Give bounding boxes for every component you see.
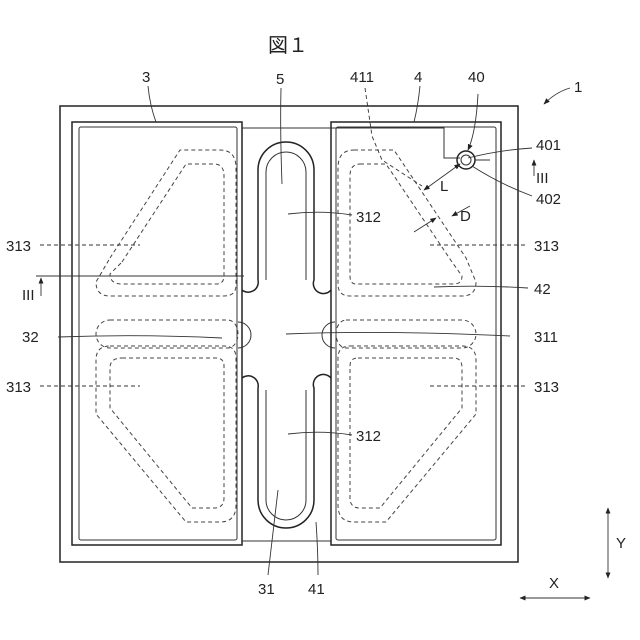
label-dim-D: D: [460, 208, 471, 225]
right-panel-inner: [336, 127, 496, 540]
leader-411: [365, 88, 422, 186]
label-lobe-tl: 313: [6, 238, 31, 255]
label-port: 40: [468, 69, 485, 86]
leader-312-bottom: [288, 432, 352, 435]
label-frame: 3: [142, 69, 150, 86]
leader-1: [544, 88, 570, 104]
lobe-left-bottom-inner: [110, 358, 224, 508]
lower-arm-outer: [242, 374, 331, 528]
port-inner-circle: [461, 155, 471, 165]
label-port-inner: 401: [536, 137, 561, 154]
label-seal-line: 411: [350, 69, 374, 86]
right-bridge: [322, 322, 335, 348]
leader-32: [58, 336, 222, 338]
label-section-left: III: [22, 287, 35, 304]
label-dim-L: L: [440, 178, 448, 195]
label-arm-bottom: 312: [356, 428, 381, 445]
lower-arm-inner: [266, 390, 306, 520]
leader-401: [468, 148, 532, 158]
upper-arm-outer: [258, 142, 331, 294]
upper-arm-left-curve: [242, 280, 258, 292]
lobe-left-bottom-outer: [96, 346, 236, 522]
label-arm-top: 312: [356, 209, 381, 226]
leader-42: [434, 286, 528, 288]
dim-D-arrow-a: [414, 218, 436, 232]
leader-402: [472, 166, 532, 196]
left-bar: [96, 320, 238, 348]
label-bottom-right: 41: [308, 581, 325, 598]
leader-4: [414, 86, 420, 122]
label-pad-left: 32: [22, 329, 39, 346]
label-axis-x: X: [549, 575, 559, 592]
label-axis-y: Y: [616, 535, 626, 552]
lobe-left-top-outer: [96, 150, 236, 296]
right-panel: [331, 122, 501, 545]
label-bottom-left: 31: [258, 581, 275, 598]
left-bridge: [238, 322, 251, 348]
label-pad-right: 42: [534, 281, 551, 298]
label-device: 1: [574, 79, 582, 96]
left-panel-inner: [79, 127, 237, 540]
label-cover: 4: [414, 69, 422, 86]
lobe-left-top-inner: [110, 164, 224, 284]
leader-3: [148, 86, 156, 122]
label-center: 311: [534, 329, 558, 346]
figure-title: 図１: [268, 33, 308, 57]
label-lobe-tr: 313: [534, 238, 559, 255]
leader-5: [281, 88, 282, 184]
label-section-right: III: [536, 170, 549, 187]
leader-41: [316, 522, 318, 575]
label-port-outer: 402: [536, 191, 561, 208]
upper-arm-inner: [266, 152, 306, 280]
label-groove: 5: [276, 71, 284, 88]
leader-312-top: [288, 212, 352, 215]
label-lobe-br: 313: [534, 379, 559, 396]
label-lobe-bl: 313: [6, 379, 31, 396]
seal-line: [242, 128, 460, 158]
